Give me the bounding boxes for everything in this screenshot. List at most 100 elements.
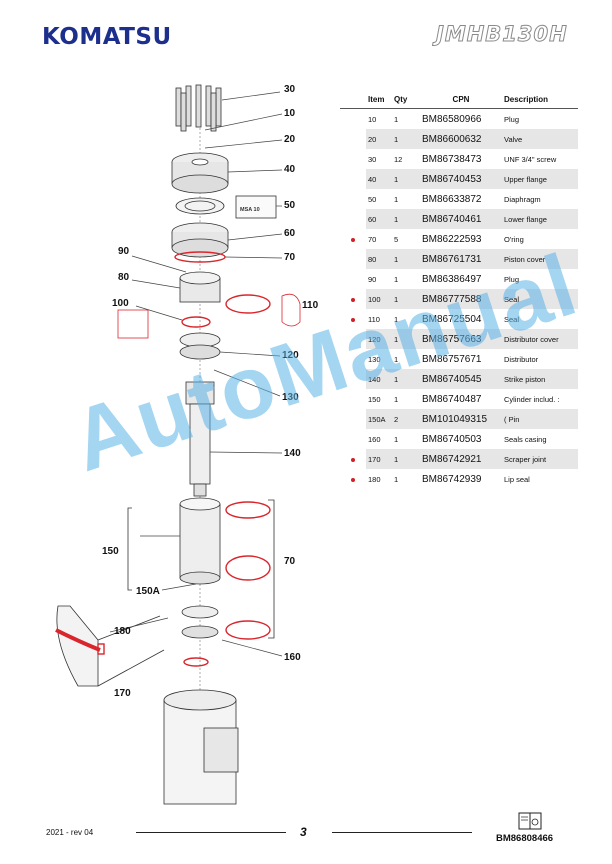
manual-book-icon <box>518 812 542 830</box>
screw-set <box>175 84 222 132</box>
callout-30: 30 <box>284 84 296 95</box>
callout-140: 140 <box>284 448 301 459</box>
row-item: 170 <box>366 449 392 469</box>
row-marker <box>340 289 366 309</box>
wear-part-marker-icon <box>351 457 355 462</box>
col-item: Item <box>366 90 392 109</box>
col-qty: Qty <box>392 90 420 109</box>
row-cpn: BM86761731 <box>420 249 502 269</box>
callout-90: 90 <box>118 246 130 257</box>
row-qty: 2 <box>392 409 420 429</box>
row-marker <box>340 189 366 209</box>
row-item: 60 <box>366 209 392 229</box>
footer-rule-left <box>136 832 286 833</box>
row-description: Upper flange <box>502 169 578 189</box>
inset-label: MSA 10 <box>240 207 260 213</box>
row-qty: 12 <box>394 154 403 164</box>
row-item: 100 <box>366 289 392 309</box>
callout-170: 170 <box>114 688 131 699</box>
callout-150: 150 <box>102 546 119 557</box>
row-item: 40 <box>366 169 392 189</box>
row-description: Distributor <box>504 354 539 364</box>
wear-part-marker-icon <box>351 237 355 242</box>
row-cpn: BM86777588 <box>420 289 502 309</box>
row-marker <box>340 469 366 489</box>
row-qty: 1 <box>392 289 420 309</box>
row-description: Lower flange <box>502 209 578 229</box>
row-qty: 1 <box>392 249 420 269</box>
row-description: O'ring <box>504 234 524 244</box>
callout-20: 20 <box>284 134 296 145</box>
row-description: Diaphragm <box>504 194 541 204</box>
row-item: 180 <box>368 474 381 484</box>
row-description: Seal <box>504 314 520 324</box>
callout-160: 160 <box>284 652 301 663</box>
footer-date-rev: 2021 - rev 04 <box>46 828 94 837</box>
row-marker <box>340 109 366 130</box>
row-qty: 1 <box>392 329 420 349</box>
row-item: 160 <box>368 434 381 444</box>
row-marker <box>340 149 366 169</box>
row-marker <box>340 209 366 229</box>
callout-180: 180 <box>114 626 131 637</box>
row-marker <box>340 309 366 329</box>
callout-10: 10 <box>284 108 296 119</box>
callout-60: 60 <box>284 228 296 239</box>
row-qty: 1 <box>392 449 420 469</box>
row-cpn: BM86633872 <box>422 193 482 205</box>
row-description: Lip seal <box>504 474 530 484</box>
row-item: 10 <box>368 114 377 124</box>
callout-70a: 70 <box>284 252 296 263</box>
callout-120: 120 <box>282 350 299 361</box>
row-qty: 1 <box>392 369 420 389</box>
row-item: 70 <box>368 234 377 244</box>
row-qty: 1 <box>394 394 399 404</box>
row-qty: 1 <box>394 194 399 204</box>
row-item: 110 <box>368 314 380 324</box>
document-reference: BM86808466 <box>496 833 554 844</box>
callout-40: 40 <box>284 164 296 175</box>
col-cpn: CPN <box>420 90 502 109</box>
row-qty: 1 <box>392 209 420 229</box>
row-marker <box>340 269 366 289</box>
row-cpn: BM86740453 <box>420 169 502 189</box>
row-marker <box>340 409 366 429</box>
callout-50: 50 <box>284 200 296 211</box>
callout-150a: 150A <box>136 586 160 597</box>
row-marker <box>340 129 366 149</box>
row-cpn: BM86742939 <box>422 473 482 485</box>
row-qty: 1 <box>394 354 399 364</box>
row-item: 150A <box>366 409 392 429</box>
wear-part-marker-icon <box>351 297 355 302</box>
row-description: ( Pin <box>502 409 578 429</box>
row-qty: 5 <box>394 234 399 244</box>
table-header-row: Item Qty CPN Description <box>340 90 578 109</box>
row-description: UNF 3/4" screw <box>504 154 557 164</box>
footer-rule-right <box>332 832 472 833</box>
row-marker <box>340 429 366 449</box>
row-marker <box>340 229 366 249</box>
callout-100: 100 <box>112 298 129 309</box>
row-cpn: BM86725504 <box>422 313 482 325</box>
row-cpn: BM86740545 <box>420 369 502 389</box>
brand-logo: KOMATSU <box>42 24 172 50</box>
row-marker <box>340 169 366 189</box>
row-item: 140 <box>366 369 392 389</box>
